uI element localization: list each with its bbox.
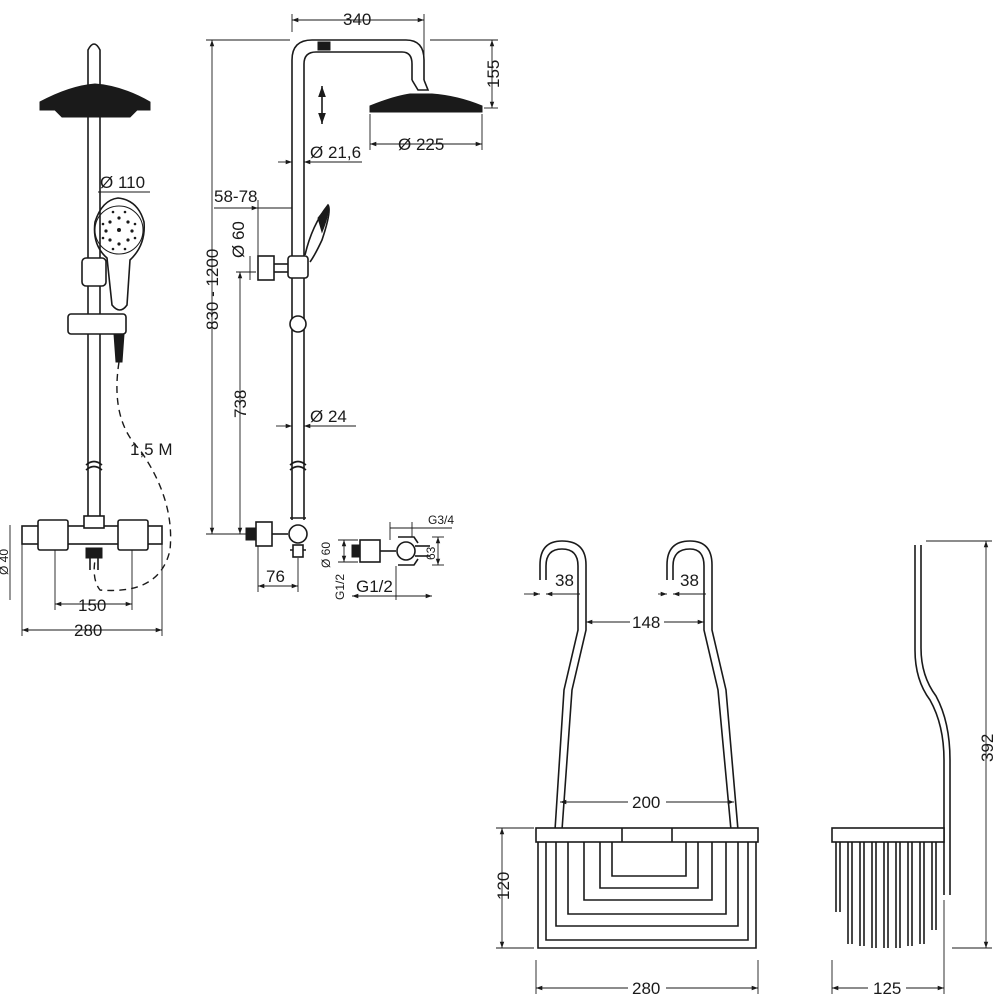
hand-shower-diameter-label: Ø 110 bbox=[100, 173, 145, 192]
connector-thread-small-label: G1/2 bbox=[333, 574, 347, 600]
connector-diameter-label: Ø 60 bbox=[319, 542, 333, 568]
holder-diameter-label: Ø 60 bbox=[229, 221, 248, 258]
mixer-side bbox=[245, 517, 308, 558]
mixer-width-label: 280 bbox=[74, 621, 102, 640]
outlet-height-label: 738 bbox=[231, 390, 250, 418]
basket-depth-label: 125 bbox=[873, 979, 901, 998]
side-view: 340 155 Ø 225 Ø 21,6 830 - 1200 58-78 Ø … bbox=[203, 10, 503, 592]
pipe-lower-diameter-label: Ø 24 bbox=[310, 407, 347, 426]
basket-width-label: 280 bbox=[632, 979, 660, 998]
pipe-upper-diameter-label: Ø 21,6 bbox=[310, 143, 361, 162]
connector-detail: G3/4 63 Ø 60 G1/2 G1/2 bbox=[319, 513, 454, 600]
hook-left-label: 38 bbox=[555, 571, 574, 590]
hand-shower-front bbox=[93, 197, 146, 311]
total-height-label: 830 - 1200 bbox=[203, 249, 222, 330]
basket-total-height-label: 392 bbox=[978, 734, 997, 762]
rain-head-side bbox=[369, 93, 483, 113]
holder-range-label: 58-78 bbox=[214, 187, 257, 206]
head-diameter-label: Ø 225 bbox=[398, 135, 444, 154]
mixer-front bbox=[21, 515, 163, 570]
shower-width-label: 340 bbox=[343, 10, 371, 29]
basket-height-label: 120 bbox=[494, 872, 513, 900]
basket-side-view: 392 125 bbox=[831, 540, 997, 998]
outlet-depth-label: 76 bbox=[266, 567, 285, 586]
front-view: Ø 110 1,5 M Ø 40 150 280 bbox=[0, 43, 173, 640]
mixer-diameter-label: Ø 40 bbox=[0, 549, 11, 575]
basket-front-view: 38 38 148 200 120 280 bbox=[494, 540, 759, 998]
connector-thread-large-label: G3/4 bbox=[428, 513, 454, 527]
basket-inner-width-label: 200 bbox=[632, 793, 660, 812]
head-height-label: 155 bbox=[484, 60, 503, 88]
hose-length-label: 1,5 M bbox=[130, 440, 173, 459]
connector-length-label: 63 bbox=[424, 546, 438, 560]
mixer-centers-label: 150 bbox=[78, 596, 106, 615]
hook-spacing-label: 148 bbox=[632, 613, 660, 632]
hook-right-label: 38 bbox=[680, 571, 699, 590]
connector-thread-label: G1/2 bbox=[356, 577, 393, 596]
rain-head-front bbox=[39, 83, 151, 111]
